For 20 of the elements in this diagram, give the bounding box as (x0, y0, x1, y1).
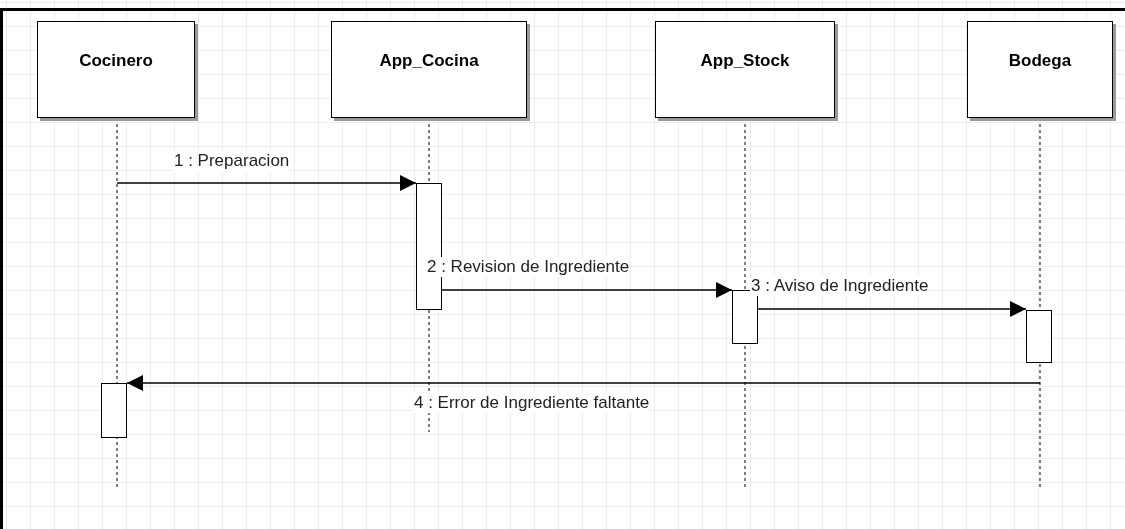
lifeline-name: Bodega (1008, 50, 1072, 72)
edge-label: 1 : Preparacion (173, 151, 291, 171)
lifeline-name: App_Stock (700, 50, 790, 72)
edge-label: 3 : Aviso de Ingrediente (750, 276, 930, 296)
activation-bar (1026, 310, 1052, 363)
lifeline-box (331, 21, 527, 118)
lifeline-box (967, 21, 1113, 118)
lifeline-box (37, 21, 195, 118)
edge-label: 2 : Revision de Ingrediente (426, 257, 631, 277)
message-arrow (757, 301, 1027, 317)
message-arrow (441, 282, 733, 298)
edge-label: 4 : Error de Ingrediente faltante (413, 393, 651, 413)
activation-bar (416, 183, 442, 310)
message-arrow (116, 175, 417, 191)
lifeline-box (655, 21, 835, 118)
lifeline-name: Cocinero (79, 50, 153, 72)
lifeline-name: App_Cocina (379, 50, 479, 72)
activation-bar (732, 290, 758, 344)
message-arrow (126, 375, 1041, 391)
activation-bar (101, 383, 127, 438)
